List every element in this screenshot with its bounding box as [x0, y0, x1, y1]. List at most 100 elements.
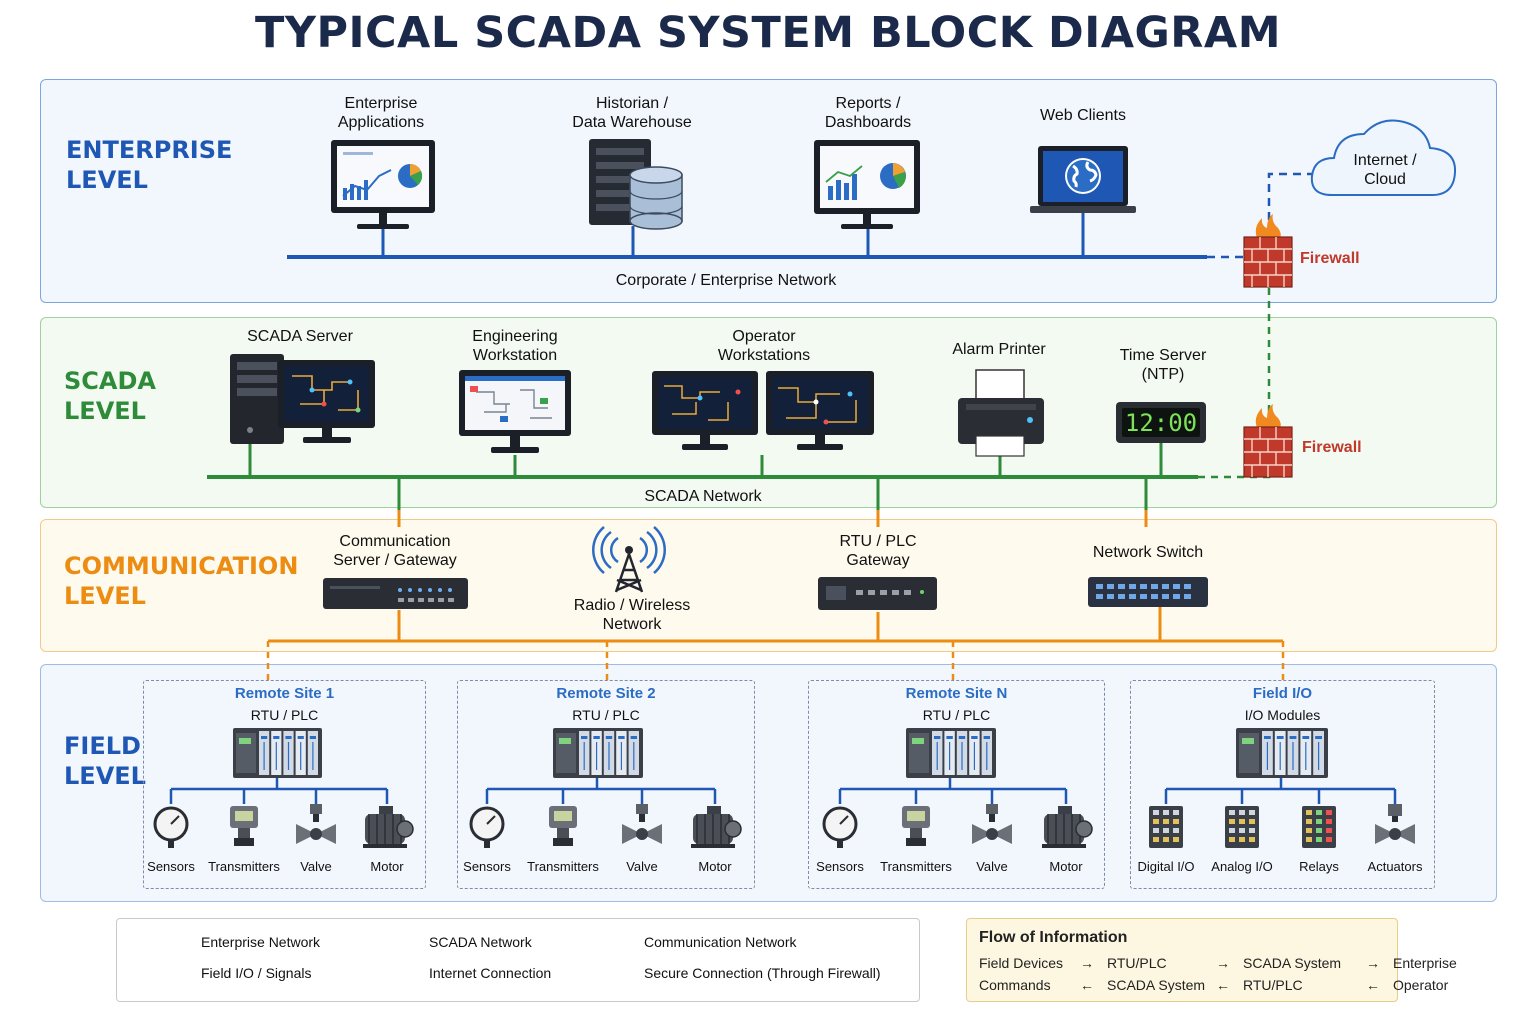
- alarm-printer-label: Alarm Printer: [952, 341, 1046, 358]
- remote-site-1-box: Remote Site 1 RTU / PLC: [143, 680, 426, 889]
- engineering-workstation-label: Engineering Workstation: [472, 328, 558, 364]
- flow-step: SCADA System: [1107, 977, 1206, 993]
- radio-tower-icon: [592, 526, 666, 593]
- device-label: Transmitters: [208, 859, 280, 874]
- flow-title: Flow of Information: [979, 929, 1128, 946]
- transmitter-icon: [902, 806, 930, 846]
- laptop-globe-icon: [1030, 146, 1136, 213]
- motor-icon: [1042, 806, 1093, 848]
- actuator-icon: [1375, 804, 1415, 844]
- page-title: TYPICAL SCADA SYSTEM BLOCK DIAGRAM: [255, 8, 1281, 58]
- pressure-gauge-icon: [822, 806, 858, 848]
- time-server-label: Time Server (NTP): [1119, 347, 1207, 383]
- server-tower-monitor-icon: [230, 354, 375, 444]
- firewall-label: Firewall: [1302, 439, 1362, 456]
- device-label: Valve: [976, 859, 1008, 874]
- pressure-gauge-icon: [153, 806, 189, 848]
- legend: [116, 918, 920, 1002]
- field-level-label: FIELD LEVEL: [64, 732, 146, 790]
- clock-display: 12:00: [1125, 409, 1197, 437]
- flow-row-upward: Field Devices→RTU/PLC→SCADA System→Enter…: [979, 955, 1473, 971]
- site-title: Remote Site N: [905, 685, 1008, 702]
- device-label: Transmitters: [527, 859, 599, 874]
- remote-site-2-box: Remote Site 2 RTU / PLC: [457, 680, 755, 889]
- scada-server-label: SCADA Server: [247, 328, 353, 345]
- communication-network-line: [266, 510, 1285, 682]
- rtu-plc-gateway-label: RTU / PLC Gateway: [839, 533, 917, 569]
- motor-icon: [691, 806, 742, 848]
- reports-dashboards-label: Reports / Dashboards: [824, 95, 912, 131]
- legend-item: SCADA Network: [429, 934, 532, 950]
- arrow-icon: →: [1366, 955, 1380, 971]
- legend-item: Enterprise Network: [201, 934, 321, 950]
- relay-icon: [1302, 806, 1336, 848]
- communication-server-label: Communication Server / Gateway: [333, 533, 457, 569]
- field-io-box: Field I/O I/O Modules: [1130, 680, 1435, 889]
- flow-step: Enterprise: [1393, 955, 1457, 971]
- remote-site-2-devices: [469, 728, 742, 848]
- scada-network-label: SCADA Network: [644, 488, 762, 505]
- arrow-icon: →: [1216, 955, 1230, 971]
- device-label: Actuators: [1367, 859, 1423, 874]
- corporate-network-label: Corporate / Enterprise Network: [615, 272, 837, 289]
- legend-item: Internet Connection: [429, 965, 552, 981]
- legend-item: Field I/O / Signals: [201, 965, 312, 981]
- device-label: Motor: [1049, 859, 1083, 874]
- legend-item: Secure Connection (Through Firewall): [644, 965, 881, 981]
- gateway-icon: [818, 577, 937, 610]
- remote-site-n-devices: [822, 728, 1093, 848]
- site-subtitle: RTU / PLC: [922, 707, 991, 723]
- device-label: Sensors: [816, 859, 864, 874]
- communication-level-band: [40, 519, 1497, 652]
- firewall-icon: [1243, 214, 1293, 288]
- device-label: Sensors: [147, 859, 195, 874]
- printer-icon: [958, 369, 1044, 457]
- rtu-plc-icon: [906, 728, 996, 778]
- flow-of-information-box: Flow of Information Field Devices → RTU/PL…: [966, 918, 1457, 1002]
- site-subtitle: RTU / PLC: [572, 707, 640, 723]
- scada-network-line: [207, 443, 1198, 510]
- digital-io-icon: [1149, 806, 1183, 848]
- flow-row-downward: Commands←SCADA System←RTU/PLC←Operator: [979, 977, 1473, 993]
- gateway-icon: [323, 578, 468, 609]
- flow-step: Commands: [979, 977, 1051, 993]
- site-subtitle: RTU / PLC: [250, 707, 319, 723]
- device-label: Digital I/O: [1137, 859, 1195, 874]
- rtu-plc-icon: [233, 728, 322, 778]
- device-label: Valve: [626, 859, 658, 874]
- workstation-icon: [459, 370, 571, 453]
- pressure-gauge-icon: [469, 806, 505, 848]
- historian-label: Historian / Data Warehouse: [572, 95, 692, 131]
- rtu-plc-icon: [1236, 728, 1328, 778]
- enterprise-applications-label: Enterprise Applications: [337, 95, 425, 131]
- field-devices-layer: [153, 728, 1415, 848]
- motor-icon: [363, 806, 414, 848]
- server-database-icon: [589, 139, 683, 230]
- remote-site-1-devices: [153, 728, 414, 848]
- site-subtitle: I/O Modules: [1244, 707, 1321, 723]
- clock-icon: 12:00: [1116, 402, 1206, 443]
- valve-icon: [972, 804, 1012, 844]
- site-title: Remote Site 1: [234, 685, 335, 702]
- internet-connection-line: [1267, 172, 1315, 234]
- device-label: Analog I/O: [1211, 859, 1273, 874]
- radio-wireless-label: Radio / Wireless Network: [573, 597, 691, 633]
- device-label: Motor: [370, 859, 404, 874]
- field-io-devices: [1149, 728, 1415, 848]
- flow-step: SCADA System: [1243, 955, 1342, 971]
- enterprise-level-label: ENTERPRISE LEVEL: [66, 136, 233, 194]
- valve-icon: [622, 804, 662, 844]
- arrow-icon: ←: [1080, 977, 1094, 993]
- monitor-dashboard-icon: [814, 140, 920, 229]
- valve-icon: [296, 804, 336, 844]
- flow-step: RTU/PLC: [1107, 955, 1167, 971]
- network-switch-label: Network Switch: [1092, 544, 1204, 561]
- remote-site-n-box: Remote Site N RTU / PLC: [808, 680, 1105, 889]
- firewall-icon: [1243, 404, 1293, 478]
- flow-step: Field Devices: [979, 955, 1064, 971]
- enterprise-network-line: [287, 213, 1244, 259]
- device-label: Motor: [698, 859, 732, 874]
- arrow-icon: ←: [1366, 977, 1380, 993]
- web-clients-label: Web Clients: [1040, 107, 1126, 124]
